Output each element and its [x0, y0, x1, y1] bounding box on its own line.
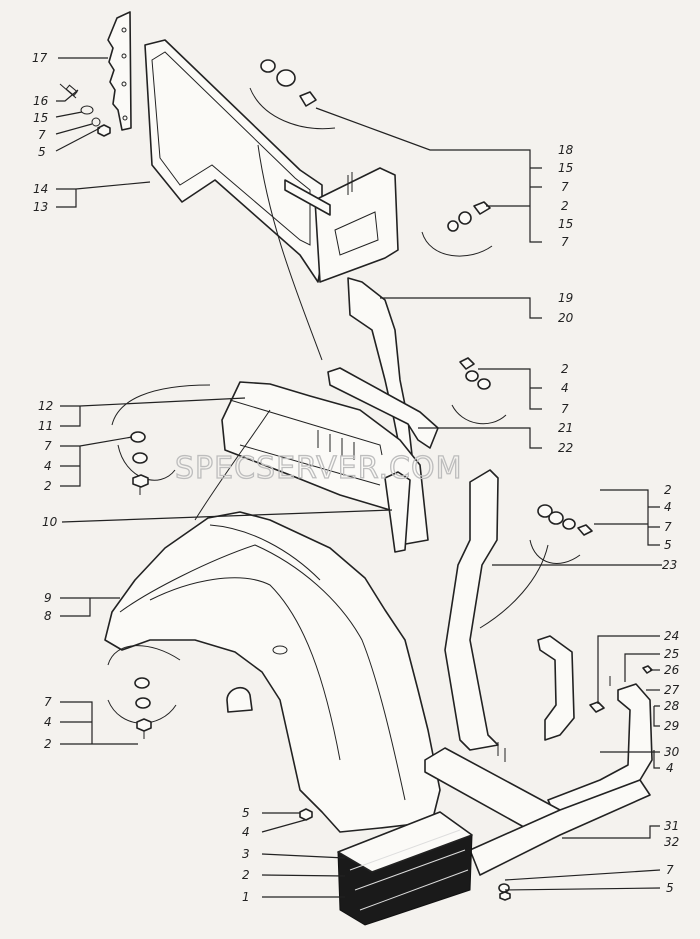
bracket-box-part — [284, 167, 399, 283]
callout-4: 4 — [44, 715, 52, 729]
callout-8: 8 — [44, 609, 52, 623]
callout-7: 7 — [561, 180, 569, 194]
callout-28: 28 — [664, 699, 680, 713]
callout-12: 12 — [38, 399, 53, 413]
leader-lines — [55, 57, 662, 898]
callout-22: 22 — [558, 441, 573, 455]
callout-2: 2 — [561, 362, 569, 376]
callout-13: 13 — [33, 200, 48, 214]
callout-24: 24 — [664, 629, 679, 643]
callout-17: 17 — [32, 51, 48, 65]
callout-3: 3 — [242, 847, 250, 861]
callout-31: 31 — [664, 819, 679, 833]
callout-5: 5 — [664, 538, 672, 552]
callout-15: 15 — [558, 217, 573, 231]
callout-7: 7 — [664, 520, 672, 534]
watermark-text: SPECSERVER.COM — [175, 451, 462, 486]
callout-32: 32 — [664, 835, 679, 849]
callout-labels: 17 16 15 7 5 14 13 18 15 7 2 15 7 19 20 … — [32, 51, 680, 904]
callout-4: 4 — [664, 500, 672, 514]
callout-15: 15 — [33, 111, 48, 125]
callout-1: 1 — [242, 890, 250, 904]
callout-7: 7 — [44, 439, 52, 453]
callout-18: 18 — [558, 143, 574, 157]
callout-19: 19 — [558, 291, 573, 305]
battery-part — [337, 811, 473, 926]
callout-9: 9 — [44, 591, 52, 605]
callout-26: 26 — [664, 663, 680, 677]
callout-5: 5 — [242, 806, 250, 820]
rubber-buffer-part — [226, 686, 253, 713]
bolt-set-left-mid — [130, 431, 149, 495]
callout-15: 15 — [558, 161, 573, 175]
callout-11: 11 — [38, 419, 53, 433]
washer-set-far-right — [537, 504, 593, 536]
callout-20: 20 — [558, 311, 574, 325]
mudguard-panel-part — [221, 381, 429, 546]
washer-set-mid — [459, 357, 491, 390]
bracket-plate-part — [384, 471, 411, 553]
washer-set-top — [260, 59, 317, 107]
callout-2: 2 — [242, 868, 250, 882]
support-arm-part — [444, 469, 499, 751]
callout-27: 27 — [664, 683, 680, 697]
cross-beam-part — [424, 742, 651, 876]
callout-7: 7 — [666, 863, 674, 877]
callout-10: 10 — [42, 515, 58, 529]
callout-30: 30 — [664, 745, 680, 759]
small-fasteners-group — [59, 83, 111, 137]
callout-2: 2 — [561, 199, 569, 213]
callout-2: 2 — [44, 737, 52, 751]
callout-7: 7 — [561, 235, 569, 249]
callout-4: 4 — [666, 761, 674, 775]
callout-25: 25 — [664, 647, 679, 661]
callout-7: 7 — [44, 695, 52, 709]
washer-set-right — [447, 201, 491, 232]
callout-2: 2 — [664, 483, 672, 497]
bolt-set-lower-left — [134, 677, 152, 739]
callout-2: 2 — [44, 479, 52, 493]
callout-23: 23 — [662, 558, 677, 572]
callout-29: 29 — [664, 719, 679, 733]
bracket-strip-part — [107, 11, 132, 131]
fender-part — [104, 511, 441, 833]
callout-7: 7 — [38, 128, 46, 142]
callout-5: 5 — [38, 145, 46, 159]
callout-14: 14 — [33, 182, 48, 196]
screw-set-lower — [299, 808, 511, 901]
callout-4: 4 — [561, 381, 569, 395]
small-bracket-part — [327, 367, 439, 449]
callout-5: 5 — [666, 881, 674, 895]
callout-21: 21 — [558, 421, 573, 435]
callout-16: 16 — [33, 94, 49, 108]
callout-4: 4 — [44, 459, 52, 473]
mounting-arm-part — [144, 39, 323, 283]
callout-4: 4 — [242, 825, 250, 839]
callout-7: 7 — [561, 402, 569, 416]
